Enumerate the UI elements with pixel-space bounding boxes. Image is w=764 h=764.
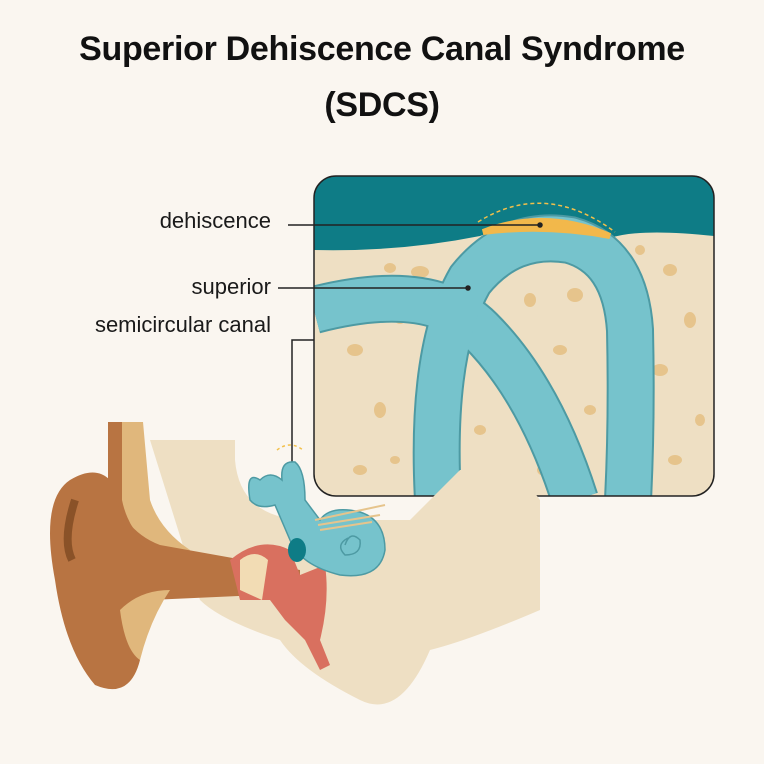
inset-zoom xyxy=(314,176,714,496)
label-dehiscence: dehiscence xyxy=(159,208,271,233)
label-semicircular-canal: semicircular canal xyxy=(94,312,271,337)
ear-illustration xyxy=(50,422,540,705)
dura-layer xyxy=(314,176,714,251)
leader-lines xyxy=(278,222,543,462)
label-superior: superior xyxy=(191,274,271,299)
title-line-2: (SDCS) xyxy=(324,86,440,124)
posterior-canal xyxy=(314,276,596,496)
title-line-1: Superior Dehiscence Canal Syndrome xyxy=(79,30,685,68)
superior-canal xyxy=(414,216,653,496)
